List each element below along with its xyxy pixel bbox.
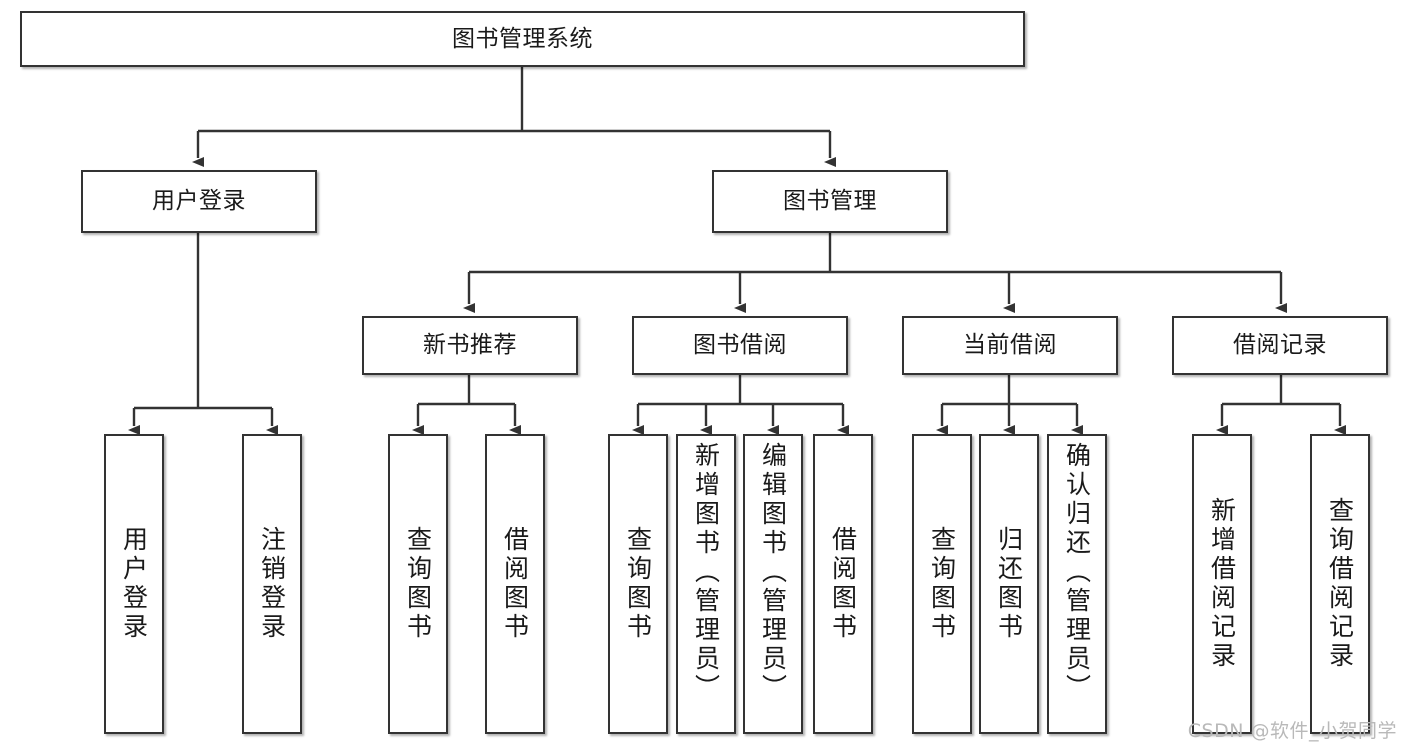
node-user-login-label: 用户登录 [152, 188, 246, 215]
node-leaf-user-login-label: 用户登录 [119, 526, 149, 642]
node-leaf-return-book[interactable]: 归还图书 [979, 434, 1039, 734]
node-leaf-borrow-book-1[interactable]: 借阅图书 [485, 434, 545, 734]
node-leaf-query-book-2-label: 查询图书 [623, 526, 653, 642]
node-new-book-recommend-label: 新书推荐 [423, 332, 517, 359]
watermark-text: CSDN @软件_小贺同学 [1187, 720, 1397, 742]
node-leaf-add-book-admin[interactable]: 新增图书（管理员） [676, 434, 736, 734]
node-leaf-query-book-1[interactable]: 查询图书 [388, 434, 448, 734]
node-book-management[interactable]: 图书管理 [712, 170, 948, 233]
node-leaf-query-book-3-label: 查询图书 [927, 526, 957, 642]
node-leaf-query-book-3[interactable]: 查询图书 [912, 434, 972, 734]
node-leaf-query-borrow-record[interactable]: 查询借阅记录 [1310, 434, 1370, 734]
node-leaf-query-book-1-label: 查询图书 [403, 526, 433, 642]
node-root[interactable]: 图书管理系统 [20, 11, 1025, 67]
node-leaf-query-borrow-record-label: 查询借阅记录 [1325, 497, 1355, 671]
node-leaf-add-borrow-record[interactable]: 新增借阅记录 [1192, 434, 1252, 734]
node-borrow-record[interactable]: 借阅记录 [1172, 316, 1388, 375]
node-book-borrow[interactable]: 图书借阅 [632, 316, 848, 375]
node-leaf-user-login[interactable]: 用户登录 [104, 434, 164, 734]
node-book-management-label: 图书管理 [783, 188, 877, 215]
node-leaf-confirm-return-admin[interactable]: 确认归还（管理员） [1047, 434, 1107, 734]
node-leaf-return-book-label: 归还图书 [994, 526, 1024, 642]
node-leaf-query-book-2[interactable]: 查询图书 [608, 434, 668, 734]
node-book-borrow-label: 图书借阅 [693, 332, 787, 359]
node-new-book-recommend[interactable]: 新书推荐 [362, 316, 578, 375]
node-current-borrow-label: 当前借阅 [963, 332, 1057, 359]
node-leaf-borrow-book-2[interactable]: 借阅图书 [813, 434, 873, 734]
node-current-borrow[interactable]: 当前借阅 [902, 316, 1118, 375]
node-borrow-record-label: 借阅记录 [1233, 332, 1327, 359]
node-leaf-confirm-return-admin-label: 确认归还（管理员） [1062, 442, 1092, 703]
node-leaf-logout-label: 注销登录 [257, 526, 287, 642]
node-leaf-borrow-book-1-label: 借阅图书 [500, 526, 530, 642]
node-leaf-add-borrow-record-label: 新增借阅记录 [1207, 497, 1237, 671]
node-leaf-edit-book-admin-label: 编辑图书（管理员） [758, 442, 788, 703]
node-leaf-edit-book-admin[interactable]: 编辑图书（管理员） [743, 434, 803, 734]
node-user-login[interactable]: 用户登录 [81, 170, 317, 233]
node-leaf-borrow-book-2-label: 借阅图书 [828, 526, 858, 642]
node-root-label: 图书管理系统 [452, 25, 593, 52]
node-leaf-logout[interactable]: 注销登录 [242, 434, 302, 734]
node-leaf-add-book-admin-label: 新增图书（管理员） [691, 442, 721, 703]
